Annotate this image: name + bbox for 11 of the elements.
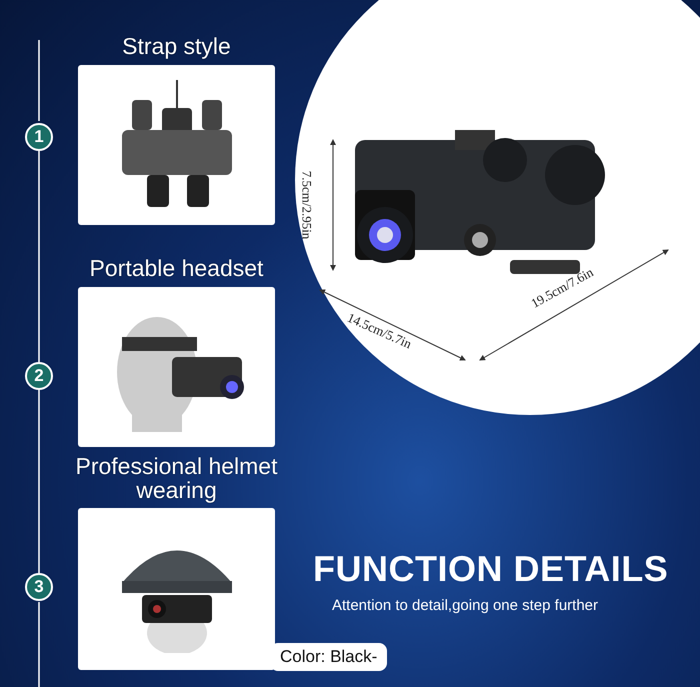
panel-heading: Professional helmet wearing — [74, 453, 278, 503]
step-number: 2 — [25, 362, 53, 390]
panel-heading: Strap style — [121, 33, 232, 59]
step-number: 3 — [25, 573, 53, 601]
dimension-label: 7.5cm/2.95in — [298, 170, 314, 240]
connector-line — [38, 390, 40, 573]
subtitle: Attention to detail,going one step further — [332, 597, 598, 614]
panel-heading: Portable headset — [88, 255, 264, 281]
step-number: 1 — [25, 123, 53, 151]
connector-line — [38, 151, 40, 362]
title: FUNCTION DETAILS — [313, 548, 668, 590]
